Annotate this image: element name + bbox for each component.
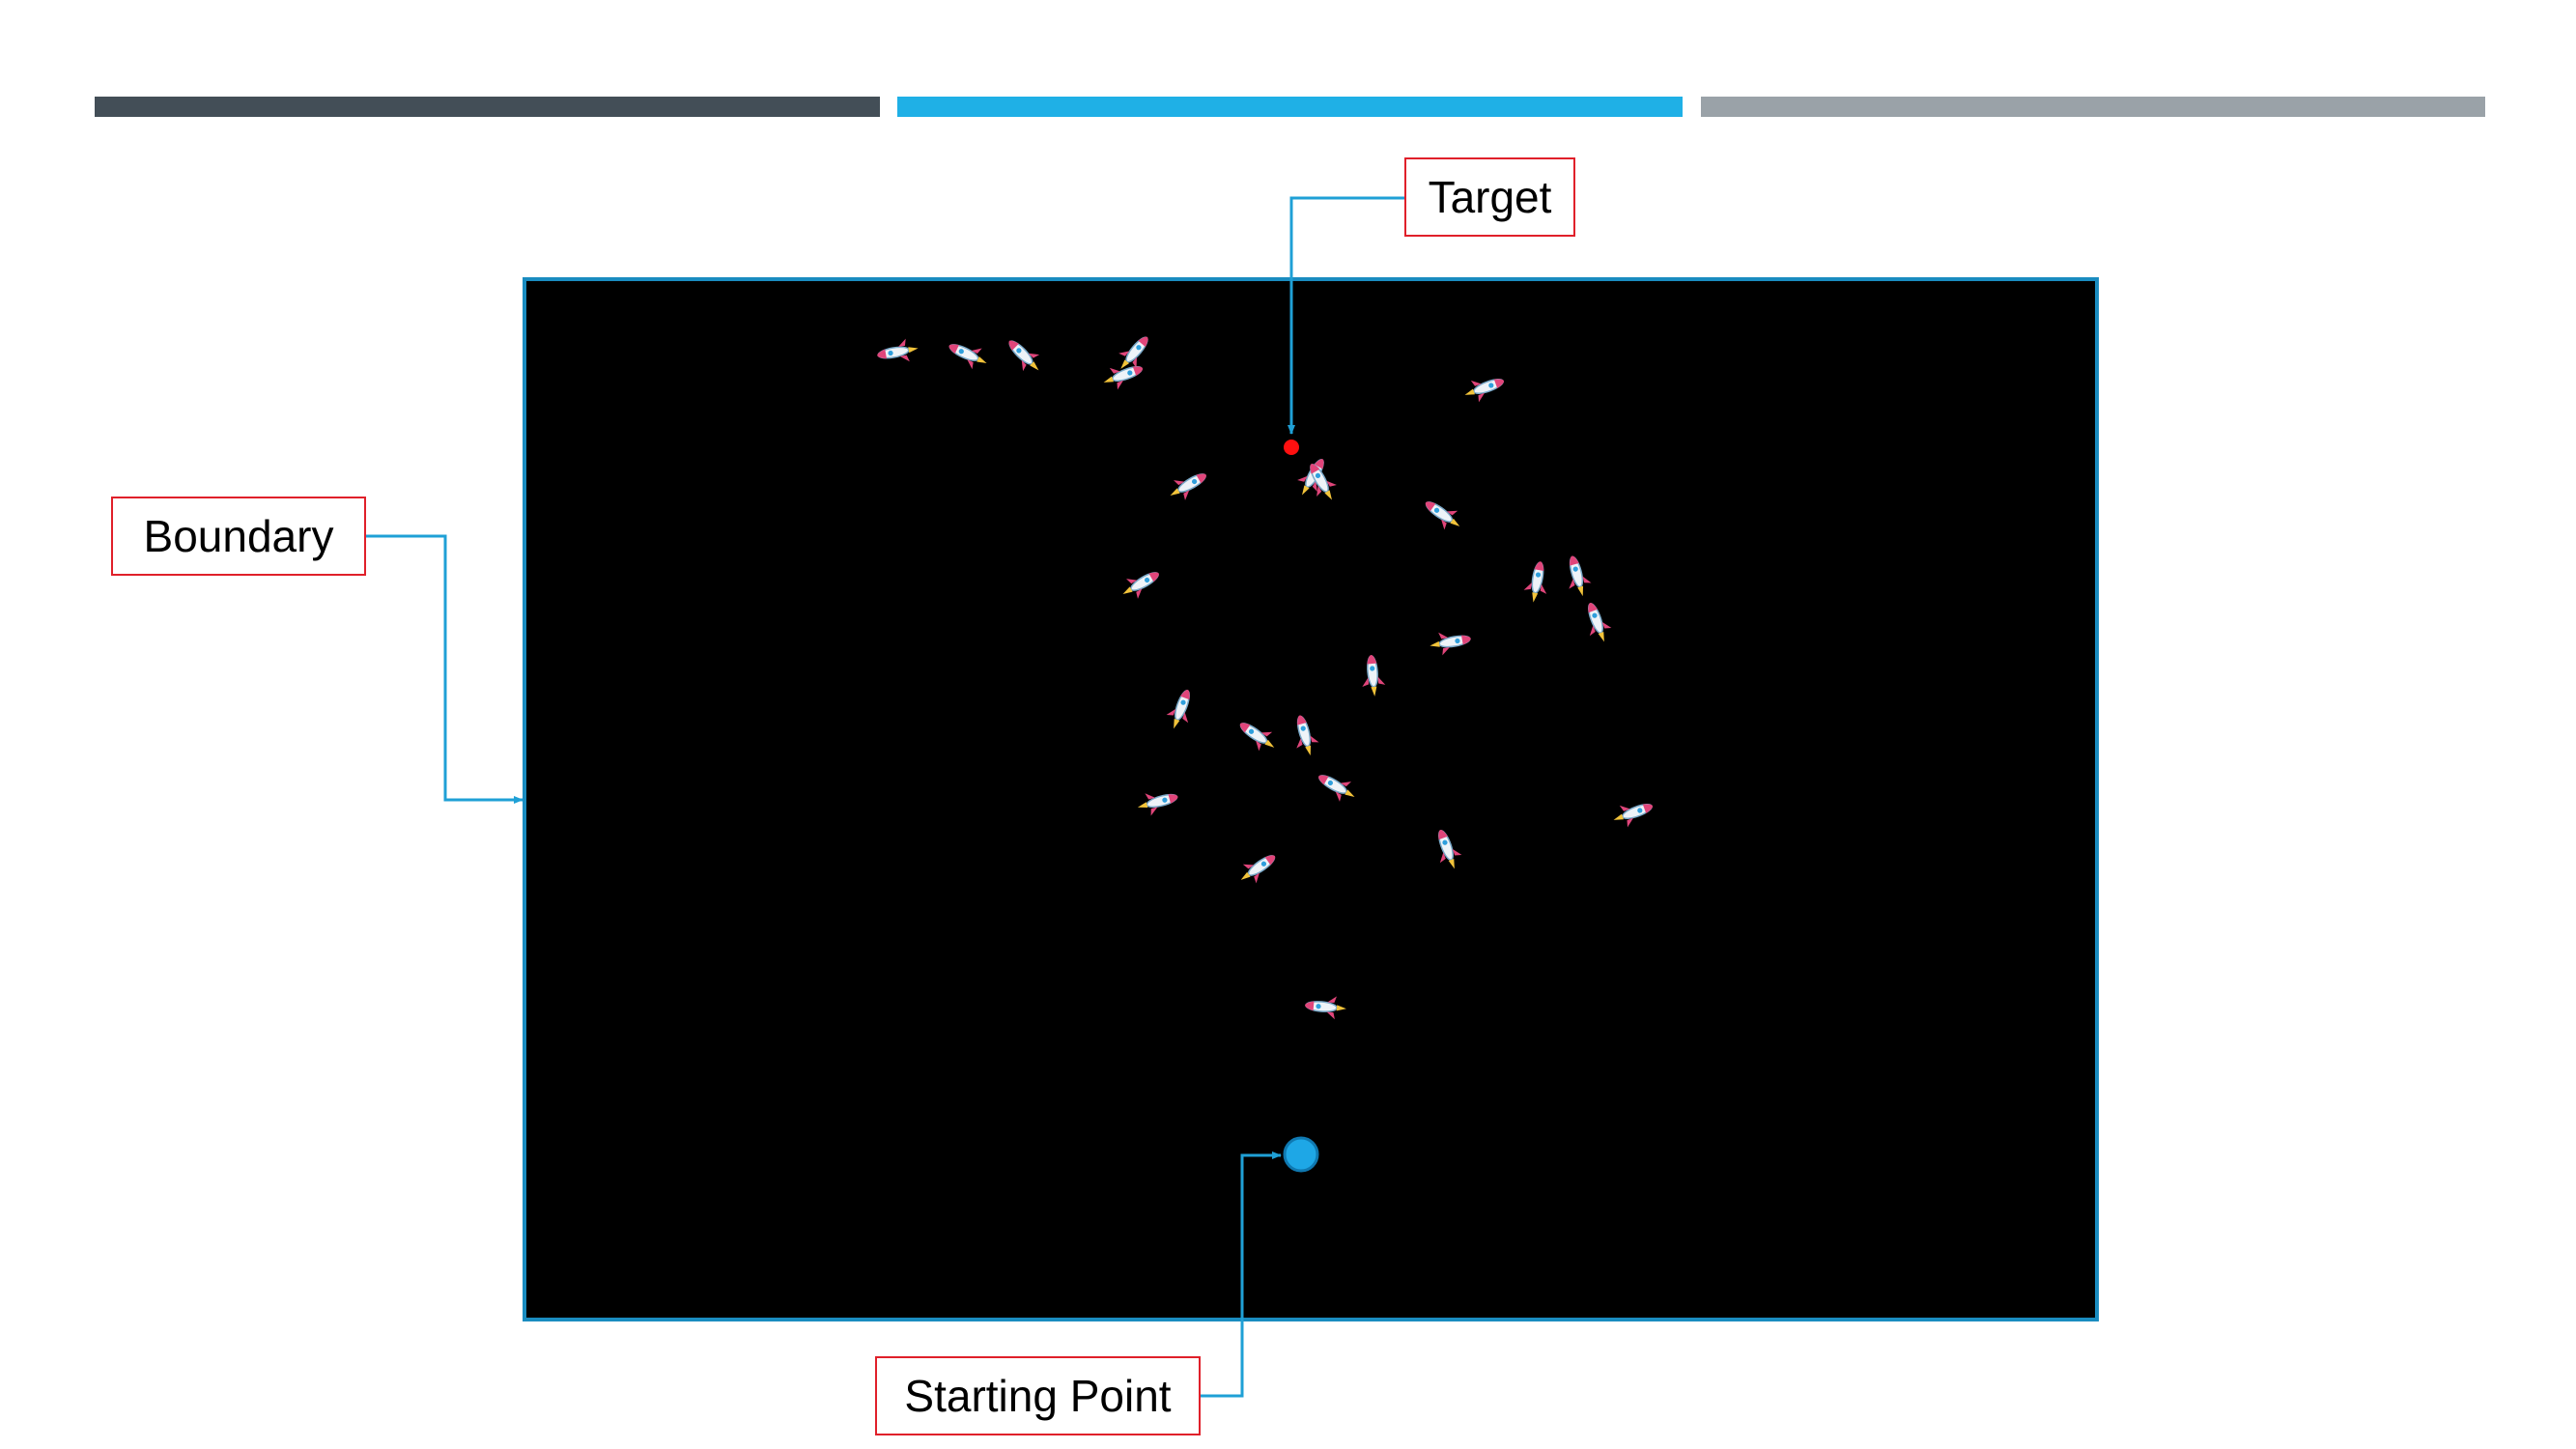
accent-bar-dark — [95, 97, 880, 117]
starting-point-connector — [1201, 1151, 1282, 1398]
boundary-callout: Boundary — [111, 497, 366, 576]
target-connector — [1288, 196, 1404, 435]
target-dot — [1284, 440, 1299, 455]
accent-bar-gray — [1701, 97, 2485, 117]
target-callout: Target — [1404, 157, 1575, 237]
starting-point-dot — [1283, 1136, 1319, 1173]
boundary-label: Boundary — [143, 511, 334, 561]
starting-point-label: Starting Point — [904, 1371, 1172, 1421]
target-label: Target — [1428, 172, 1552, 222]
starting-point-callout: Starting Point — [875, 1356, 1201, 1435]
boundary-connector — [366, 534, 524, 804]
accent-bar-blue — [897, 97, 1683, 117]
